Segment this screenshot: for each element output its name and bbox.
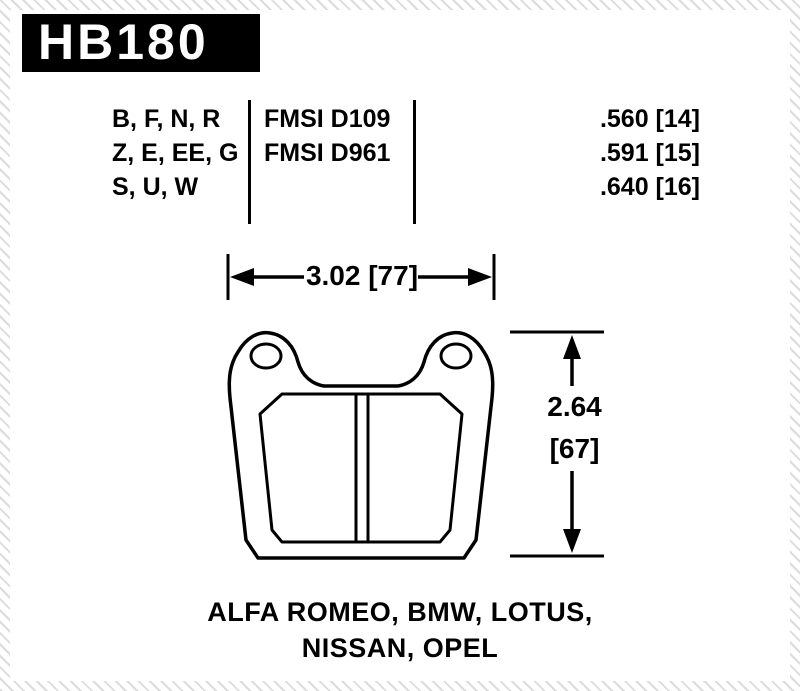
pad-friction-surface-outline — [258, 392, 464, 544]
vehicle-applications: ALFA ROMEO, BMW, LOTUS, NISSAN, OPEL — [0, 594, 800, 666]
right-arrowhead-icon — [468, 268, 492, 286]
thickness-column: .560 [14] .591 [15] .640 [16] — [500, 102, 700, 204]
vehicle-applications-line2: NISSAN, OPEL — [301, 633, 499, 663]
pad-shape-codes-row: Z, E, EE, G — [112, 139, 239, 167]
height-dimension-label: 2.64 [67] — [532, 386, 617, 470]
fmsi-number-row: FMSI D109 — [264, 105, 391, 133]
width-dimension-label: 3.02 [77] — [305, 260, 419, 291]
fmsi-numbers-column: FMSI D109 FMSI D961 — [264, 102, 409, 204]
pad-shape-codes-column: B, F, N, R Z, E, EE, G S, U, W — [112, 102, 242, 204]
mounting-hole-right — [439, 342, 473, 370]
pad-outline — [227, 330, 495, 560]
thickness-row: .640 [16] — [599, 173, 700, 201]
table-divider — [413, 100, 416, 224]
part-number-box: HB180 — [22, 14, 260, 72]
table-divider — [248, 100, 251, 224]
down-arrowhead-icon — [563, 529, 581, 553]
thickness-row: .591 [15] — [599, 139, 700, 167]
diagram-canvas — [10, 10, 790, 681]
height-dimension-inches: 2.64 — [547, 391, 602, 422]
height-dimension-mm: [67] — [549, 433, 600, 464]
pad-shape-codes-row: B, F, N, R — [112, 105, 221, 133]
pad-shape-codes-row: S, U, W — [112, 173, 199, 201]
brake-pad-drawing — [227, 330, 495, 560]
fmsi-number-row: FMSI D961 — [264, 139, 391, 167]
fmsi-number-row-empty — [264, 170, 409, 204]
width-dimension-arrows — [226, 254, 496, 300]
part-number: HB180 — [38, 14, 209, 70]
left-arrowhead-icon — [230, 268, 254, 286]
thickness-row: .560 [14] — [599, 105, 700, 133]
height-dimension-arrows — [510, 330, 604, 558]
up-arrowhead-icon — [563, 335, 581, 359]
vehicle-applications-line1: ALFA ROMEO, BMW, LOTUS, — [207, 597, 593, 627]
mounting-hole-left — [249, 342, 283, 370]
